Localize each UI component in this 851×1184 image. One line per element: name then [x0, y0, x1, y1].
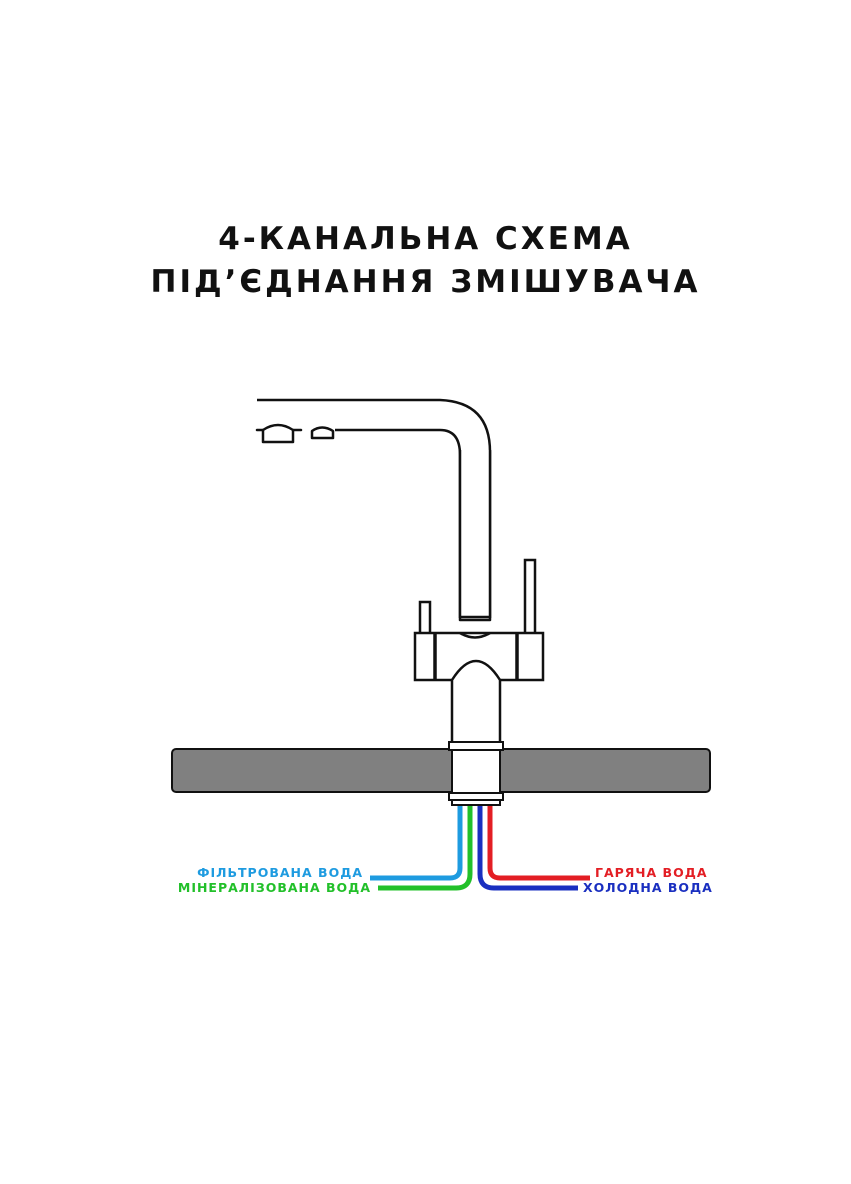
- supply-pipes: [370, 806, 590, 891]
- title-line-1: 4-КАНАЛЬНА СХЕМА: [218, 221, 633, 257]
- diagram-title: 4-КАНАЛЬНА СХЕМА ПІД’ЄДНАННЯ ЗМІШУВАЧА: [0, 218, 851, 304]
- faucet-base: [450, 659, 502, 742]
- countertop: [171, 748, 711, 793]
- mounting-fitting: [448, 741, 504, 806]
- filtered-water-label: ФІЛЬТРОВАНА ВОДА: [197, 865, 363, 880]
- faucet-stem: [458, 450, 492, 619]
- filtered-water-pipe: [370, 806, 463, 881]
- cold-water-pipe: [477, 806, 578, 891]
- right-lever: [523, 558, 537, 636]
- hot-water-label: ГАРЯЧА ВОДА: [595, 865, 708, 880]
- title-line-2: ПІД’ЄДНАННЯ ЗМІШУВАЧА: [150, 264, 701, 300]
- faucet-spout: [255, 398, 492, 622]
- left-lever: [418, 600, 432, 636]
- mineral-water-label: МІНЕРАЛІЗОВАНА ВОДА: [177, 880, 371, 895]
- cold-water-label: ХОЛОДНА ВОДА: [583, 880, 713, 895]
- hot-water-pipe: [487, 806, 590, 881]
- mineral-water-pipe: [378, 806, 473, 891]
